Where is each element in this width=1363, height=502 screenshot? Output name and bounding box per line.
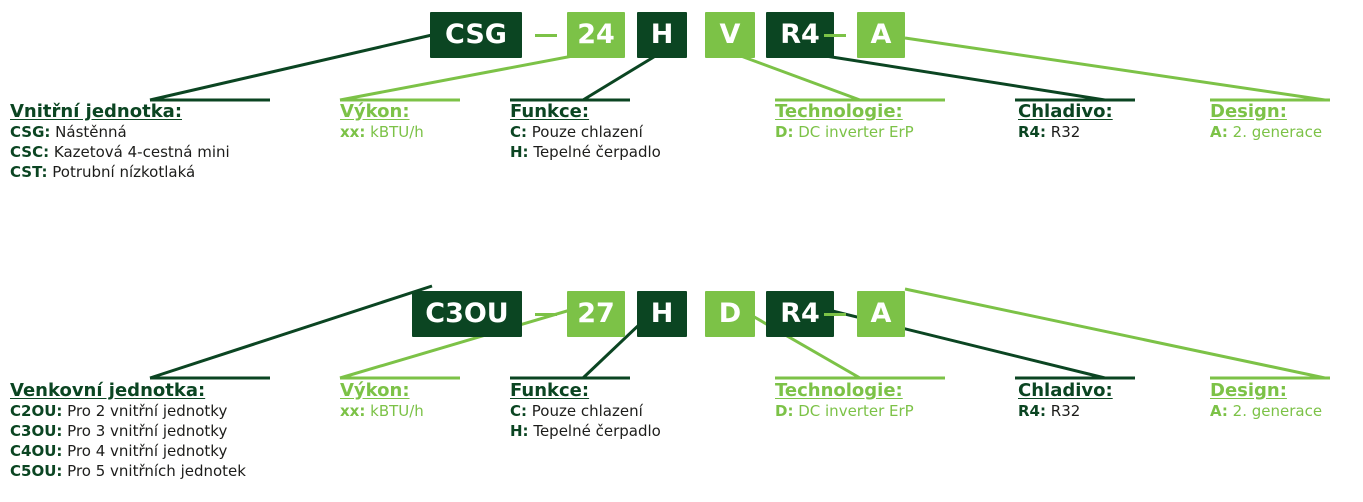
list-item: CSG: Nástěnná: [10, 123, 127, 141]
field-refrigerant: Chladivo: R4: R32: [1018, 102, 1113, 142]
list-item: D: DC inverter ErP: [775, 402, 914, 420]
code-box-design: A: [857, 12, 905, 58]
field-title: Funkce:: [510, 101, 590, 122]
field-function: Funkce: C: Pouze chlazení H: Tepelné čer…: [510, 381, 661, 441]
code-box-technology: D: [705, 291, 755, 337]
outdoor-unit-code-diagram: C3OU 27 H D R4 A Venkovní jednotka: C2OU…: [0, 251, 1363, 502]
code-box-function: H: [637, 291, 687, 337]
list-item: H: Tepelné čerpadlo: [510, 422, 661, 440]
code-box-unit: CSG: [430, 12, 522, 58]
code-separator: [535, 313, 557, 316]
list-item: D: DC inverter ErP: [775, 123, 914, 141]
field-design: Design: A: 2. generace: [1210, 381, 1322, 421]
field-title: Technologie:: [775, 101, 903, 122]
code-box-refrigerant: R4: [766, 12, 834, 58]
code-separator: [824, 313, 846, 316]
connector-a: [904, 287, 1326, 380]
list-item: A: 2. generace: [1210, 123, 1323, 141]
list-item: xx: kBTU/h: [340, 123, 424, 141]
code-box-design: A: [857, 291, 905, 337]
list-item: H: Tepelné čerpadlo: [510, 143, 661, 161]
connector-24: [339, 50, 595, 102]
connector-a: [904, 36, 1326, 102]
list-item: C: Pouze chlazení: [510, 123, 643, 141]
list-item: C2OU: Pro 2 vnitřní jednotky: [10, 402, 228, 420]
field-unit: Venkovní jednotka: C2OU: Pro 2 vnitřní j…: [10, 381, 246, 481]
field-design: Design: A: 2. generace: [1210, 102, 1322, 142]
connector-v: [729, 50, 861, 102]
indoor-unit-code-diagram: CSG 24 H V R4 A Vnitřní jednotka: CSG: N…: [10, 12, 1330, 182]
field-technology: Technologie: D: DC inverter ErP: [775, 381, 914, 421]
field-title: Venkovní jednotka:: [10, 380, 206, 401]
connector-r4: [799, 301, 1106, 380]
connector-lines: [149, 33, 1330, 102]
code-box-capacity: 27: [567, 291, 625, 337]
code-box-unit: C3OU: [412, 291, 522, 337]
list-item: C3OU: Pro 3 vnitřní jednotky: [10, 422, 228, 440]
field-title: Technologie:: [775, 380, 903, 401]
field-function: Funkce: C: Pouze chlazení H: Tepelné čer…: [510, 102, 661, 162]
field-title: Chladivo:: [1018, 380, 1113, 401]
connector-c3ou: [149, 284, 433, 380]
list-item: R4: R32: [1018, 402, 1081, 420]
field-title: Funkce:: [510, 380, 590, 401]
list-item: CSC: Kazetová 4-cestná mini: [10, 143, 230, 161]
list-item: xx: kBTU/h: [340, 402, 424, 420]
connector-csg: [149, 33, 433, 102]
list-item: C5OU: Pro 5 vnitřních jednotek: [10, 462, 246, 480]
code-box-technology: V: [705, 12, 755, 58]
field-capacity: Výkon: xx: kBTU/h: [340, 102, 424, 142]
code-box-capacity: 24: [567, 12, 625, 58]
list-item: C: Pouze chlazení: [510, 402, 643, 420]
list-item: A: 2. generace: [1210, 402, 1323, 420]
list-item: CST: Potrubní nízkotlaká: [10, 163, 196, 181]
connector-r4: [799, 50, 1106, 102]
code-separator: [535, 34, 557, 37]
field-unit: Vnitřní jednotka: CSG: Nástěnná CSC: Kaz…: [10, 102, 230, 182]
field-technology: Technologie: D: DC inverter ErP: [775, 102, 914, 142]
field-title: Chladivo:: [1018, 101, 1113, 122]
list-item: R4: R32: [1018, 123, 1081, 141]
field-capacity: Výkon: xx: kBTU/h: [340, 381, 424, 421]
field-title: Výkon:: [340, 101, 410, 122]
field-title: Vnitřní jednotka:: [10, 101, 183, 122]
field-title: Design:: [1210, 380, 1287, 401]
code-separator: [824, 34, 846, 37]
connector-h: [582, 50, 663, 102]
field-refrigerant: Chladivo: R4: R32: [1018, 381, 1113, 421]
field-title: Výkon:: [340, 380, 410, 401]
code-box-refrigerant: R4: [766, 291, 834, 337]
list-item: C4OU: Pro 4 vnitřní jednotky: [10, 442, 228, 460]
field-title: Design:: [1210, 101, 1287, 122]
code-box-function: H: [637, 12, 687, 58]
